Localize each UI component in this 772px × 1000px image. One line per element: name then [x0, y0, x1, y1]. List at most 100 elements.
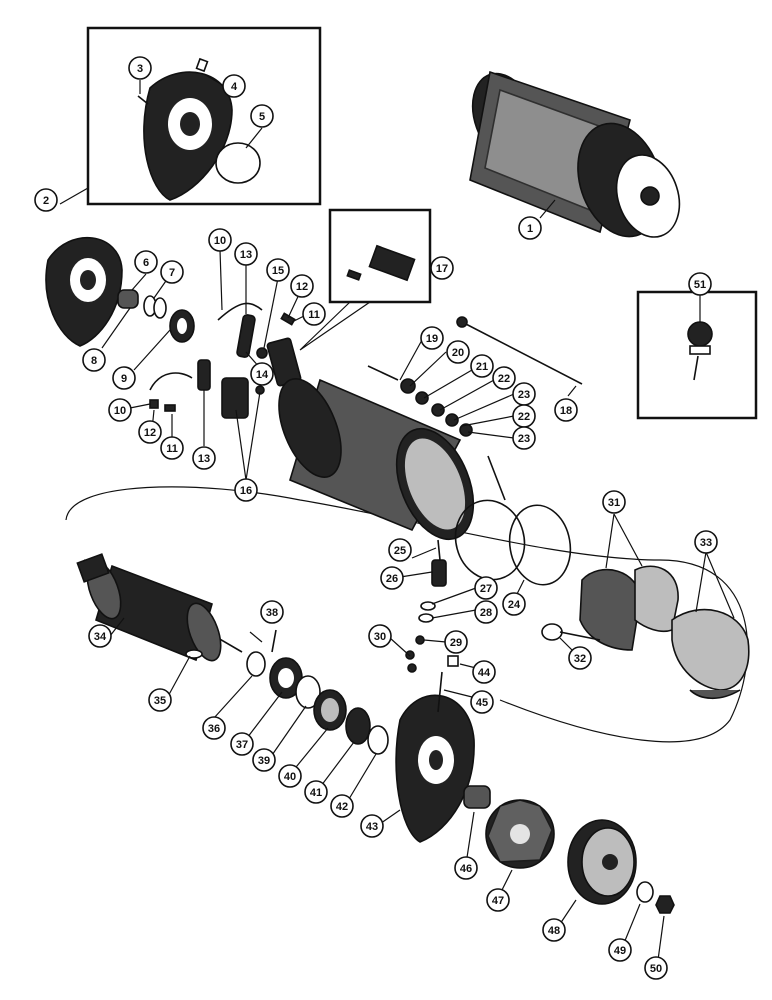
terminal-stud-nut-set — [367, 365, 473, 437]
callout-16: 16 — [234, 478, 258, 502]
svg-text:21: 21 — [476, 361, 488, 373]
callout-42: 42 — [330, 794, 354, 818]
brush-holder-parts — [149, 302, 302, 419]
callout-1: 1 — [518, 216, 542, 240]
callout-6: 6 — [134, 250, 158, 274]
svg-text:40: 40 — [284, 771, 296, 783]
svg-text:37: 37 — [236, 739, 248, 751]
svg-text:35: 35 — [154, 695, 166, 707]
svg-text:5: 5 — [259, 111, 265, 123]
callout-22: 22 — [492, 366, 516, 390]
brush-holder-inset-part — [346, 244, 416, 282]
svg-text:16: 16 — [240, 485, 252, 497]
callout-13b: 13 — [192, 446, 216, 470]
callout-33: 33 — [694, 530, 718, 554]
callout-12: 12 — [290, 274, 314, 298]
callout-12b: 12 — [138, 420, 162, 444]
screw-inset-part — [687, 321, 713, 381]
field-coils-part — [454, 455, 572, 586]
svg-text:13: 13 — [198, 453, 210, 465]
field-terminal-set — [405, 539, 447, 673]
svg-text:46: 46 — [460, 863, 472, 875]
pulley-part — [567, 819, 637, 905]
callout-2: 2 — [34, 188, 58, 212]
svg-text:32: 32 — [574, 653, 586, 665]
end-frame-inset-part — [137, 57, 261, 201]
svg-text:28: 28 — [480, 607, 492, 619]
svg-text:13: 13 — [240, 249, 252, 261]
pole-shoes-part — [579, 565, 679, 651]
callout-26: 26 — [380, 566, 404, 590]
callout-20: 20 — [446, 340, 470, 364]
svg-text:26: 26 — [386, 573, 398, 585]
callout-30: 30 — [368, 624, 392, 648]
svg-text:14: 14 — [256, 369, 269, 381]
svg-text:9: 9 — [121, 373, 127, 385]
callout-29: 29 — [444, 630, 468, 654]
callout-23: 23 — [512, 382, 536, 406]
lock-washer-part — [636, 881, 654, 903]
callout-35: 35 — [148, 688, 172, 712]
svg-text:3: 3 — [137, 63, 143, 75]
leader-lines — [59, 73, 735, 961]
svg-text:45: 45 — [476, 697, 488, 709]
svg-text:22: 22 — [518, 411, 530, 423]
callout-46: 46 — [454, 856, 478, 880]
bushing-washer-set — [117, 289, 195, 343]
callout-27: 27 — [474, 576, 498, 600]
callout-17: 17 — [430, 256, 454, 280]
thru-bolt-part — [456, 316, 583, 385]
svg-text:15: 15 — [272, 265, 284, 277]
callout-31: 31 — [602, 490, 626, 514]
svg-text:30: 30 — [374, 631, 386, 643]
svg-text:6: 6 — [143, 257, 149, 269]
svg-text:11: 11 — [308, 309, 320, 321]
callout-15: 15 — [266, 258, 290, 282]
woodruff-key-part — [185, 649, 203, 659]
svg-text:51: 51 — [694, 279, 706, 291]
field-insulators-part — [671, 608, 750, 700]
svg-text:19: 19 — [426, 333, 438, 345]
svg-text:27: 27 — [480, 583, 492, 595]
svg-text:4: 4 — [231, 81, 238, 93]
svg-text:39: 39 — [258, 755, 270, 767]
callout-43: 43 — [360, 814, 384, 838]
svg-text:25: 25 — [394, 545, 406, 557]
callout-51: 51 — [688, 272, 712, 296]
callout-18: 18 — [554, 398, 578, 422]
svg-text:33: 33 — [700, 537, 712, 549]
svg-text:12: 12 — [144, 427, 156, 439]
svg-text:10: 10 — [114, 405, 126, 417]
callout-32: 32 — [568, 646, 592, 670]
svg-text:49: 49 — [614, 945, 626, 957]
svg-text:48: 48 — [548, 925, 560, 937]
callout-21: 21 — [470, 354, 494, 378]
svg-text:44: 44 — [478, 667, 491, 679]
callout-28: 28 — [474, 600, 498, 624]
callout-38: 38 — [260, 600, 284, 624]
svg-text:7: 7 — [169, 267, 175, 279]
inset-box-end-frame — [86, 26, 322, 206]
svg-text:23: 23 — [518, 433, 530, 445]
callout-44: 44 — [472, 660, 496, 684]
svg-text:41: 41 — [310, 787, 322, 799]
callout-22b: 22 — [512, 404, 536, 428]
armature-part — [76, 553, 243, 662]
assembly-boundary-line — [65, 486, 749, 743]
svg-text:12: 12 — [296, 281, 308, 293]
spacer-part — [463, 785, 491, 809]
callout-25: 25 — [388, 538, 412, 562]
drive-end-frame-part — [395, 694, 475, 843]
svg-text:34: 34 — [94, 631, 107, 643]
callout-14: 14 — [250, 362, 274, 386]
pole-shoe-screw-part — [541, 623, 601, 641]
callout-8: 8 — [82, 348, 106, 372]
callout-45: 45 — [470, 690, 494, 714]
svg-text:31: 31 — [608, 497, 620, 509]
svg-text:43: 43 — [366, 821, 378, 833]
callout-24: 24 — [502, 592, 526, 616]
bearing-component-set — [246, 629, 389, 755]
callout-5: 5 — [250, 104, 274, 128]
svg-text:23: 23 — [518, 389, 530, 401]
